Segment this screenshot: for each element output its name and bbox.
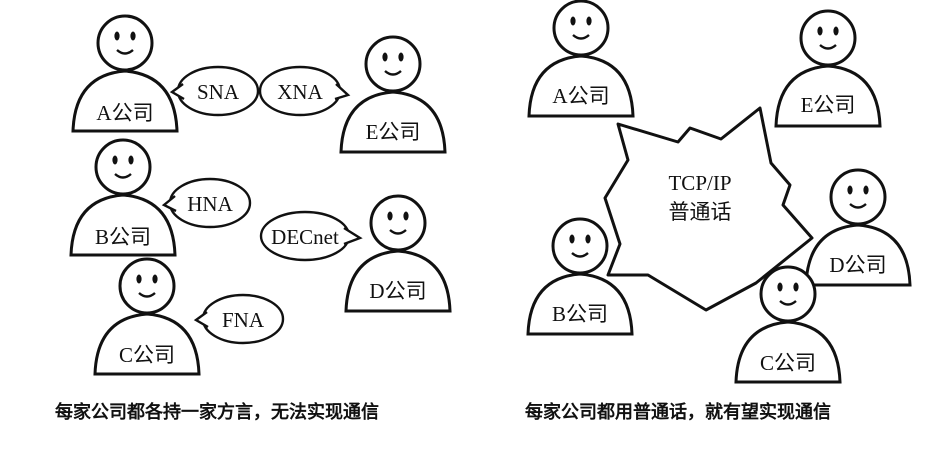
speech-bubble-decnet: DECnet [259,210,363,262]
person-a-right: A公司 [527,0,635,118]
person-d-left: D公司 [344,194,452,313]
person-e-right: E公司 [774,9,882,128]
person-b-left: B公司 [69,138,177,257]
speech-bubble-hna: HNA [161,177,252,229]
person-a-left: A公司 [71,14,179,133]
svg-text:FNA: FNA [222,308,265,332]
speech-bubble-fna: FNA [193,293,285,345]
svg-text:D公司: D公司 [829,253,886,277]
right-caption: 每家公司都用普通话，就有望实现通信 [525,402,831,423]
speech-bubble-sna: SNA [169,65,260,117]
center-label-mandarin: 普通话 [669,200,732,224]
svg-text:C公司: C公司 [760,351,816,375]
central-speech-bubble [603,106,814,312]
svg-text:C公司: C公司 [119,343,175,367]
person-b-right: B公司 [526,217,634,336]
center-label-tcpip: TCP/IP [668,171,731,195]
svg-text:HNA: HNA [187,192,233,216]
person-c-left: C公司 [93,257,201,376]
speech-bubble-xna: XNA [258,65,351,117]
svg-text:XNA: XNA [277,80,323,104]
svg-text:D公司: D公司 [369,279,426,303]
svg-text:B公司: B公司 [552,302,608,326]
left-caption: 每家公司都各持一家方言，无法实现通信 [55,402,379,423]
svg-text:A公司: A公司 [96,101,153,125]
person-d-right: D公司 [804,168,912,287]
svg-text:SNA: SNA [197,80,240,104]
svg-text:E公司: E公司 [801,93,856,117]
svg-text:DECnet: DECnet [271,225,339,249]
svg-text:E公司: E公司 [366,120,421,144]
person-c-right: C公司 [734,265,842,384]
svg-text:B公司: B公司 [95,225,151,249]
svg-text:A公司: A公司 [552,84,609,108]
person-e-left: E公司 [339,35,447,154]
